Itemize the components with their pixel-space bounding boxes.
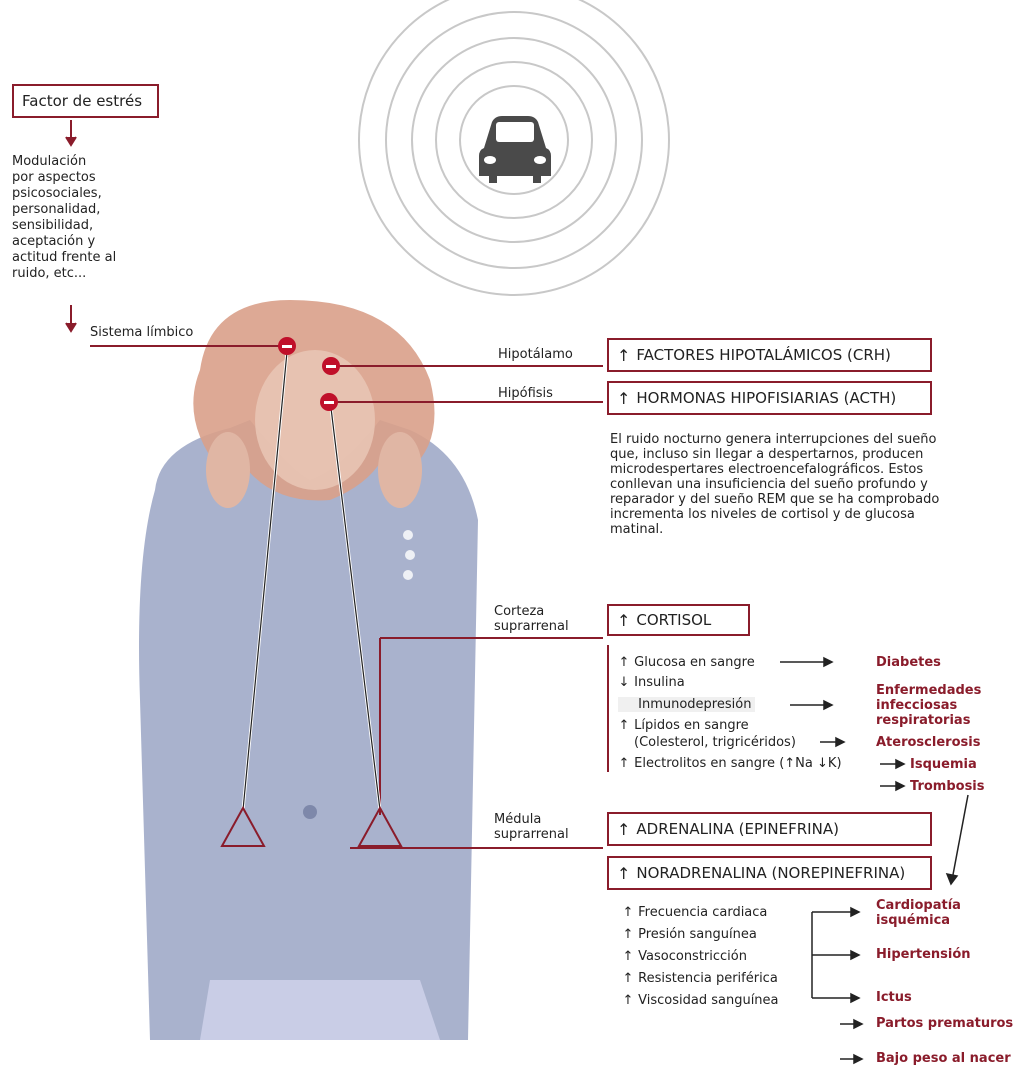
- decrease-arrow-icon: ↓: [817, 756, 828, 771]
- effect-heart-rate-label: Frecuencia cardiaca: [638, 905, 767, 920]
- increase-arrow-icon: ↑: [617, 346, 630, 365]
- effect-viscosity-label: Viscosidad sanguínea: [638, 993, 778, 1008]
- effect-viscosity: ↑ Viscosidad sanguínea: [622, 993, 779, 1008]
- increase-arrow-icon: ↑: [618, 655, 630, 670]
- cortisol-label: CORTISOL: [636, 611, 711, 629]
- adrenal-cortex-label: Corteza suprarrenal: [494, 604, 569, 634]
- effect-electrolytes: ↑ Electrolitos en sangre (↑Na ↓K): [618, 756, 842, 771]
- outcome-diabetes: Diabetes: [876, 655, 941, 670]
- effect-k-label: K): [828, 756, 842, 771]
- increase-arrow-icon: ↑: [617, 611, 630, 630]
- acth-box: ↑ HORMONAS HIPOFISIARIAS (ACTH): [607, 381, 932, 415]
- noradrenaline-label: NORADRENALINA (NOREPINEFRINA): [636, 864, 905, 882]
- modulation-text: Modulación por aspectos psicosociales, p…: [12, 154, 116, 282]
- pituitary-label: Hipófisis: [498, 386, 553, 401]
- effect-lipids-detail: (Colesterol, trigricéridos): [634, 735, 796, 750]
- increase-arrow-icon: ↑: [622, 927, 634, 942]
- outcome-thrombosis: Trombosis: [910, 779, 985, 794]
- crh-box: ↑ FACTORES HIPOTALÁMICOS (CRH): [607, 338, 932, 372]
- effect-blood-pressure-label: Presión sanguínea: [638, 927, 757, 942]
- increase-arrow-icon: ↑: [622, 993, 634, 1008]
- outcome-atherosclerosis: Aterosclerosis: [876, 735, 980, 750]
- increase-arrow-icon: ↑: [622, 949, 634, 964]
- increase-arrow-icon: ↑: [622, 971, 634, 986]
- limbic-label: Sistema límbico: [90, 325, 193, 340]
- car-icon: [479, 116, 551, 183]
- increase-arrow-icon: ↑: [617, 820, 630, 839]
- effect-glucose: ↑ Glucosa en sangre: [618, 655, 755, 670]
- increase-arrow-icon: ↑: [617, 864, 630, 883]
- decrease-arrow-icon: ↓: [618, 675, 630, 690]
- cortisol-box: ↑ CORTISOL: [607, 604, 750, 636]
- stressor-label: Factor de estrés: [22, 92, 142, 110]
- increase-arrow-icon: ↑: [618, 756, 630, 771]
- effect-lipids: ↑ Lípidos en sangre: [618, 718, 749, 733]
- outcome-ischemia: Isquemia: [910, 757, 977, 772]
- outcome-infections: Enfermedades infecciosas respiratorias: [876, 683, 981, 728]
- effect-na-label: Na: [795, 756, 813, 771]
- hypothalamus-label: Hipotálamo: [498, 347, 573, 362]
- outcome-stroke: Ictus: [876, 990, 912, 1005]
- effect-vasoconstriction-label: Vasoconstricción: [638, 949, 747, 964]
- effect-immuno: Inmunodepresión: [618, 697, 755, 712]
- effect-lipids-label: Lípidos en sangre: [634, 718, 749, 733]
- increase-arrow-icon: ↑: [617, 389, 630, 408]
- effect-insulin-label: Insulina: [634, 675, 685, 690]
- noradrenaline-box: ↑ NORADRENALINA (NOREPINEFRINA): [607, 856, 932, 890]
- outcome-preterm: Partos prematuros: [876, 1016, 1013, 1031]
- adrenaline-label: ADRENALINA (EPINEFRINA): [636, 820, 839, 838]
- increase-arrow-icon: ↑: [622, 905, 634, 920]
- outcome-low-weight: Bajo peso al nacer: [876, 1051, 1011, 1066]
- sleep-note: El ruido nocturno genera interrupciones …: [610, 432, 940, 537]
- adrenal-medulla-label: Médula suprarrenal: [494, 812, 569, 842]
- effect-insulin: ↓ Insulina: [618, 675, 685, 690]
- effect-blood-pressure: ↑ Presión sanguínea: [622, 927, 757, 942]
- crh-label: FACTORES HIPOTALÁMICOS (CRH): [636, 346, 890, 364]
- effect-glucose-label: Glucosa en sangre: [634, 655, 755, 670]
- acth-label: HORMONAS HIPOFISIARIAS (ACTH): [636, 389, 896, 407]
- effect-heart-rate: ↑ Frecuencia cardiaca: [622, 905, 767, 920]
- increase-arrow-icon: ↑: [618, 718, 630, 733]
- effect-electrolytes-label: Electrolitos en sangre (: [634, 756, 784, 771]
- woman-figure: [139, 300, 478, 1040]
- effect-resistance-label: Resistencia periférica: [638, 971, 778, 986]
- adrenaline-box: ↑ ADRENALINA (EPINEFRINA): [607, 812, 932, 846]
- effect-resistance: ↑ Resistencia periférica: [622, 971, 778, 986]
- effect-vasoconstriction: ↑ Vasoconstricción: [622, 949, 747, 964]
- effect-immuno-label: Inmunodepresión: [638, 697, 751, 712]
- stressor-box: Factor de estrés: [12, 84, 159, 118]
- increase-arrow-icon: ↑: [784, 756, 795, 771]
- outcome-hypertension: Hipertensión: [876, 947, 971, 962]
- outcome-cardiopathy: Cardiopatía isquémica: [876, 898, 961, 928]
